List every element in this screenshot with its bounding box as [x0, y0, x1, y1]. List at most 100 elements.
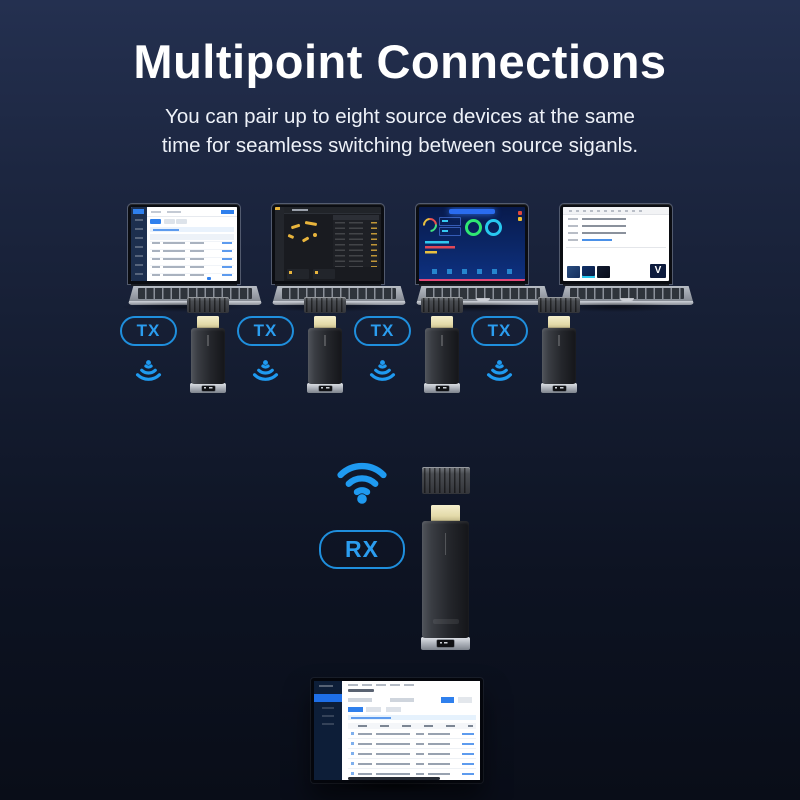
- keyboard-keys: [282, 288, 396, 299]
- laptop-3-screen: [416, 204, 528, 284]
- keyboard-keys: [570, 288, 684, 299]
- dashboard-panel: [313, 269, 335, 279]
- subtitle-line-1: You can pair up to eight source devices …: [165, 105, 635, 128]
- laptop-hinge: [275, 284, 381, 286]
- map-marker: [290, 223, 301, 229]
- laptop-shadow: [552, 302, 680, 312]
- webpage-divider: [566, 247, 666, 248]
- laptop-3: [400, 204, 550, 312]
- laptop-shadow: [408, 302, 536, 312]
- dashboard-table-header: [348, 723, 476, 729]
- dashboard-topbar: [147, 207, 237, 217]
- dashboard-table: [333, 215, 379, 267]
- output-monitor: [311, 678, 483, 783]
- rx-badge: RX: [319, 530, 405, 569]
- stat-dots-row: [427, 269, 517, 275]
- dashboard-table-rows: [348, 729, 476, 778]
- tx-dongle: [421, 297, 463, 393]
- map-marker: [287, 233, 295, 239]
- dashboard-sidebar: [275, 207, 284, 281]
- wifi-signal-icon: [337, 462, 387, 504]
- dashboard-header-bar: [448, 208, 496, 214]
- dongle-cap: [538, 297, 580, 313]
- tx-badge: TX: [237, 316, 294, 346]
- tx-dongle: [304, 297, 346, 393]
- hdmi-connector: [431, 505, 460, 522]
- dashboard-info-strip: [150, 227, 234, 232]
- tx-badge: TX: [354, 316, 411, 346]
- laptop-2: [256, 204, 406, 312]
- map-marker: [304, 220, 318, 226]
- product-webpage: V: [563, 207, 669, 281]
- transmitters-row: TX TX: [116, 297, 584, 393]
- map-marker: [301, 236, 310, 243]
- dashboard-filter-row: [348, 697, 476, 703]
- hdmi-connector: [548, 316, 570, 329]
- hdmi-connector: [197, 316, 219, 329]
- dashboard-sidebar: [131, 207, 147, 281]
- wifi-signal-icon: [135, 360, 162, 381]
- subtitle-line-2: time for seamless switching between sour…: [161, 134, 639, 157]
- dongle-body: [425, 328, 459, 384]
- laptop-4-screen: V: [560, 204, 672, 284]
- breadcrumb: [348, 684, 418, 686]
- bar-chart: [425, 241, 459, 254]
- dongle-base-band: [307, 383, 343, 393]
- keyboard-keys: [138, 288, 252, 299]
- dongle-body: [191, 328, 225, 384]
- header: Multipoint Connections You can pair up t…: [0, 34, 800, 160]
- dark-monitoring-dashboard: [275, 207, 381, 281]
- dongle-label: [435, 385, 449, 391]
- ring-chart-cyan: [485, 219, 502, 236]
- laptop-hinge: [419, 284, 525, 286]
- transmitter-4: TX: [467, 297, 584, 393]
- dongle-body: [308, 328, 342, 384]
- gauge-chart: [420, 215, 440, 235]
- dongle-label: [437, 640, 454, 647]
- stat-panel: [439, 227, 461, 236]
- dashboard-sidebar: [314, 681, 342, 780]
- dashboard-content: [342, 681, 480, 780]
- dashboard-page-title: [348, 689, 374, 692]
- status-lights: [518, 211, 522, 215]
- tx-dongle: [187, 297, 229, 393]
- dongle-body: [422, 521, 469, 638]
- laptop-hinge: [131, 284, 237, 286]
- laptop-1: [112, 204, 262, 312]
- tx-badge: TX: [471, 316, 528, 346]
- transmitter-1: TX: [116, 297, 233, 393]
- keyboard-keys: [426, 288, 540, 299]
- brand-v-logo: V: [650, 264, 666, 278]
- dongle-body: [542, 328, 576, 384]
- dongle-cap: [304, 297, 346, 313]
- tx-badge: TX: [120, 316, 177, 346]
- laptop-2-screen: [272, 204, 384, 284]
- dashboard-tabs: [348, 707, 418, 712]
- dongle-label: [552, 385, 566, 391]
- laptop-lid-notch: [476, 298, 490, 301]
- source-laptops-row: V: [112, 204, 694, 312]
- hdmi-connector: [431, 316, 453, 329]
- dashboard-buttons: [150, 219, 161, 224]
- tx-dongle: [538, 297, 580, 393]
- transmitter-2: TX: [233, 297, 350, 393]
- dongle-label: [201, 385, 215, 391]
- laptop-hinge: [563, 284, 669, 286]
- dongle-cap: [421, 297, 463, 313]
- dashboard-info-strip: [348, 715, 476, 720]
- product-thumbnail: [597, 266, 610, 278]
- product-thumbnail: [567, 266, 580, 278]
- wifi-signal-icon: [369, 360, 396, 381]
- stat-panel: [439, 217, 461, 226]
- dongle-label: [318, 385, 332, 391]
- wifi-signal-icon: [486, 360, 513, 381]
- dongle-cap: [187, 297, 229, 313]
- product-thumbnail: [582, 266, 595, 278]
- dashboard-panel: [287, 269, 309, 279]
- webpage-text-lines: [566, 217, 666, 245]
- monitor-shadow: [331, 779, 457, 793]
- dashboard-table: [150, 234, 234, 277]
- monitor-base: [348, 777, 440, 780]
- rx-dongle: [421, 467, 470, 650]
